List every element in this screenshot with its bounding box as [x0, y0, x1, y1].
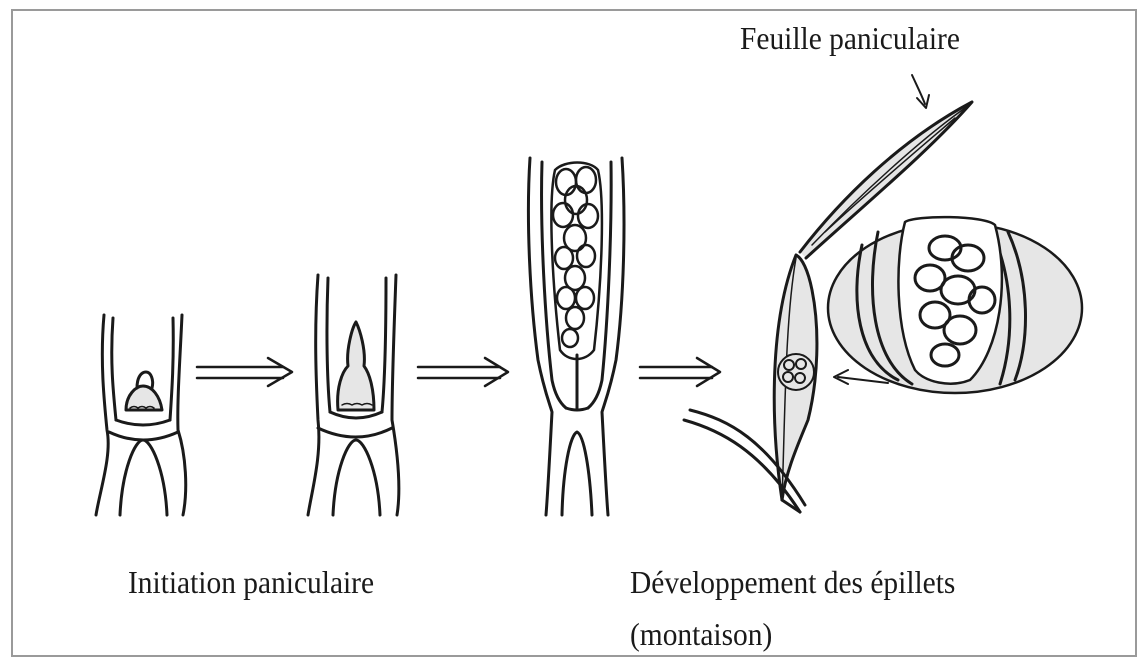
- initiation-label: Initiation paniculaire: [128, 566, 374, 598]
- arrow-2: [418, 358, 508, 386]
- booting-label: (montaison): [630, 618, 772, 650]
- magnified-panicle-view: [828, 217, 1082, 393]
- arrow-1: [197, 358, 292, 386]
- spikelet-development-label: Développement des épillets: [630, 566, 955, 598]
- arrow-3: [640, 358, 720, 386]
- inner-panicle-section: [778, 354, 814, 390]
- stage-1-bud: [126, 372, 162, 410]
- stage-2-bud: [338, 322, 374, 410]
- stage-3-stem: [528, 158, 624, 515]
- leaf-pointer-arrow: [912, 75, 929, 108]
- stage-1-stem: [96, 315, 186, 515]
- flag-leaf-label: Feuille paniculaire: [740, 22, 960, 54]
- stage-3-panicle: [551, 163, 602, 360]
